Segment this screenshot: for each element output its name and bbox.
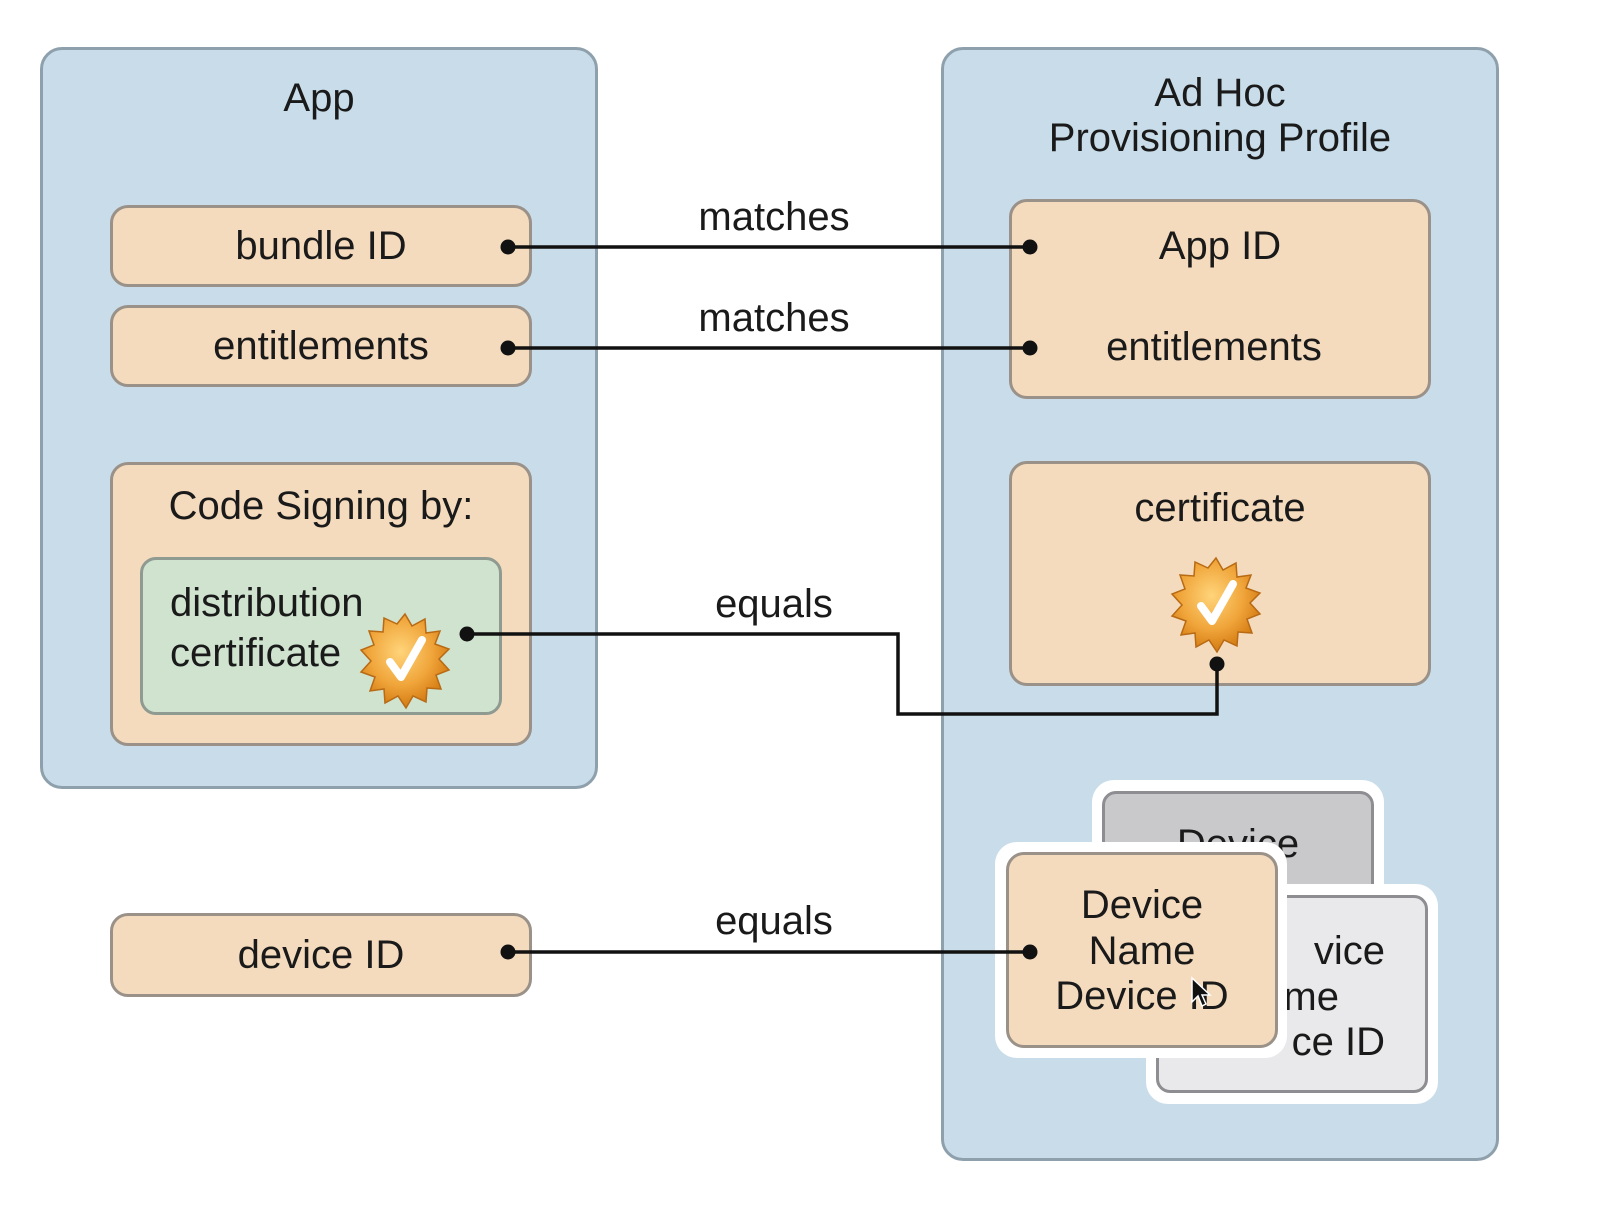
- distribution-certificate-line-2: certificate: [170, 631, 342, 675]
- code-signing-title: Code Signing by:: [168, 484, 474, 528]
- profile-entitlements-label: entitlements: [1106, 325, 1322, 369]
- device-card-front-line-1: Device: [1080, 883, 1204, 927]
- device-card-front-line-2: Name: [1088, 929, 1196, 973]
- device-card-front: Device Name Device ID: [1006, 852, 1278, 1048]
- app-id-box: [1009, 199, 1431, 399]
- device-card-middle-line-2: me: [1283, 975, 1339, 1019]
- app-entitlements-box: entitlements: [110, 305, 532, 387]
- device-card-middle-line-1: vice: [1313, 929, 1385, 973]
- matches-label-entitlements: matches: [698, 296, 850, 340]
- device-id-box: device ID: [110, 913, 532, 997]
- bundle-id-box: bundle ID: [110, 205, 532, 287]
- device-card-front-line-3: Device ID: [1055, 974, 1229, 1018]
- distribution-certificate-line-1: distribution: [170, 581, 364, 625]
- device-id-label: device ID: [237, 933, 405, 977]
- equals-label-certificate: equals: [715, 582, 833, 626]
- profile-certificate-label: certificate: [1134, 486, 1306, 530]
- profile-title-line-2: Provisioning Profile: [1048, 116, 1392, 160]
- device-card-middle-line-3: ce ID: [1291, 1020, 1385, 1064]
- profile-title-line-1: Ad Hoc: [1154, 71, 1286, 115]
- app-panel-title: App: [283, 76, 355, 120]
- app-entitlements-label: entitlements: [213, 324, 429, 368]
- matches-label-bundle: matches: [698, 195, 850, 239]
- app-id-label: App ID: [1158, 224, 1282, 268]
- equals-label-device: equals: [715, 899, 833, 943]
- bundle-id-label: bundle ID: [235, 224, 407, 268]
